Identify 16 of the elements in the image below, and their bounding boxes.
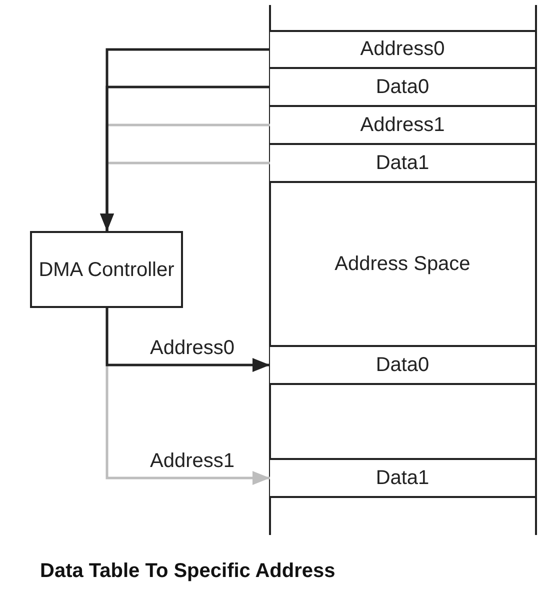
memory-row (270, 30, 535, 69)
node-label: Data1 (376, 466, 430, 490)
node-label: Address Space (334, 252, 470, 276)
memory-row (270, 345, 535, 385)
node-label: Address0 (360, 38, 445, 61)
node-label: Data0 (376, 76, 430, 98)
node-label: Address1 (360, 114, 445, 136)
controller-box (30, 231, 183, 308)
memory-row (270, 143, 535, 183)
caption: Data Table To Specific Address (40, 560, 336, 583)
node-label: Data1 (376, 152, 430, 174)
node-label: DMA Controller (38, 258, 174, 282)
memory-row (270, 458, 535, 498)
node-label: Data0 (376, 354, 430, 376)
arrow (106, 308, 270, 372)
arrow (100, 86, 270, 231)
